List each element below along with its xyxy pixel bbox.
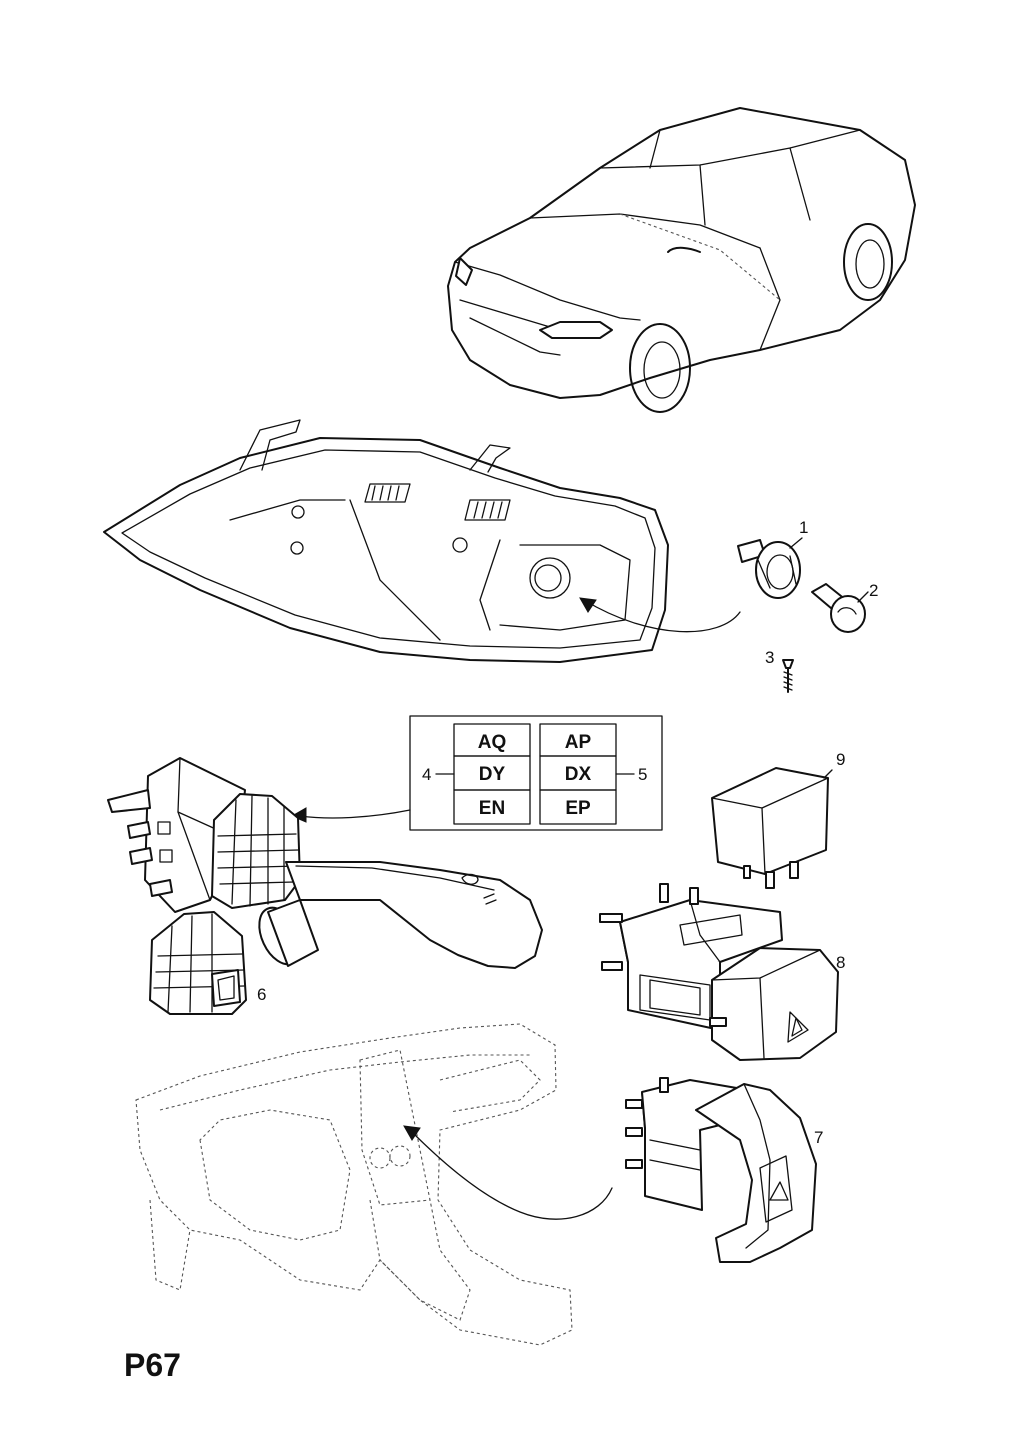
- code-left-2: DY: [479, 764, 506, 785]
- callout-6: 6: [257, 985, 266, 1004]
- relay-icon: [711, 767, 829, 889]
- page-id: P67: [124, 1347, 181, 1383]
- car-icon: [447, 107, 916, 413]
- code-right-2: DX: [565, 764, 592, 785]
- code-right-3: EP: [565, 798, 591, 819]
- callout-2: 2: [869, 581, 878, 600]
- screw-icon: [782, 659, 794, 693]
- bulb-holder-icon: [737, 539, 801, 599]
- bulb-icon: [811, 583, 866, 633]
- code-table: AQ DY EN AP DX EP: [409, 715, 663, 831]
- headlamp-icon: [103, 419, 669, 663]
- callout-8: 8: [836, 953, 845, 972]
- code-left-3: EN: [479, 798, 505, 819]
- callout-9: 9: [836, 750, 845, 769]
- hazard-switch-variant-icon: [625, 1077, 817, 1263]
- callout-5: 5: [638, 765, 647, 784]
- callout-3: 3: [765, 648, 774, 667]
- code-left-1: AQ: [478, 732, 507, 753]
- callout-4: 4: [422, 765, 431, 784]
- code-right-1: AP: [565, 732, 592, 753]
- callout-1: 1: [799, 518, 808, 537]
- indicator-switch-icon: [107, 757, 543, 969]
- dashboard-icon: [135, 1023, 573, 1346]
- hazard-switch-icon: [599, 883, 839, 1061]
- rubber-boot-icon: [149, 911, 247, 1015]
- callout-7: 7: [814, 1128, 823, 1147]
